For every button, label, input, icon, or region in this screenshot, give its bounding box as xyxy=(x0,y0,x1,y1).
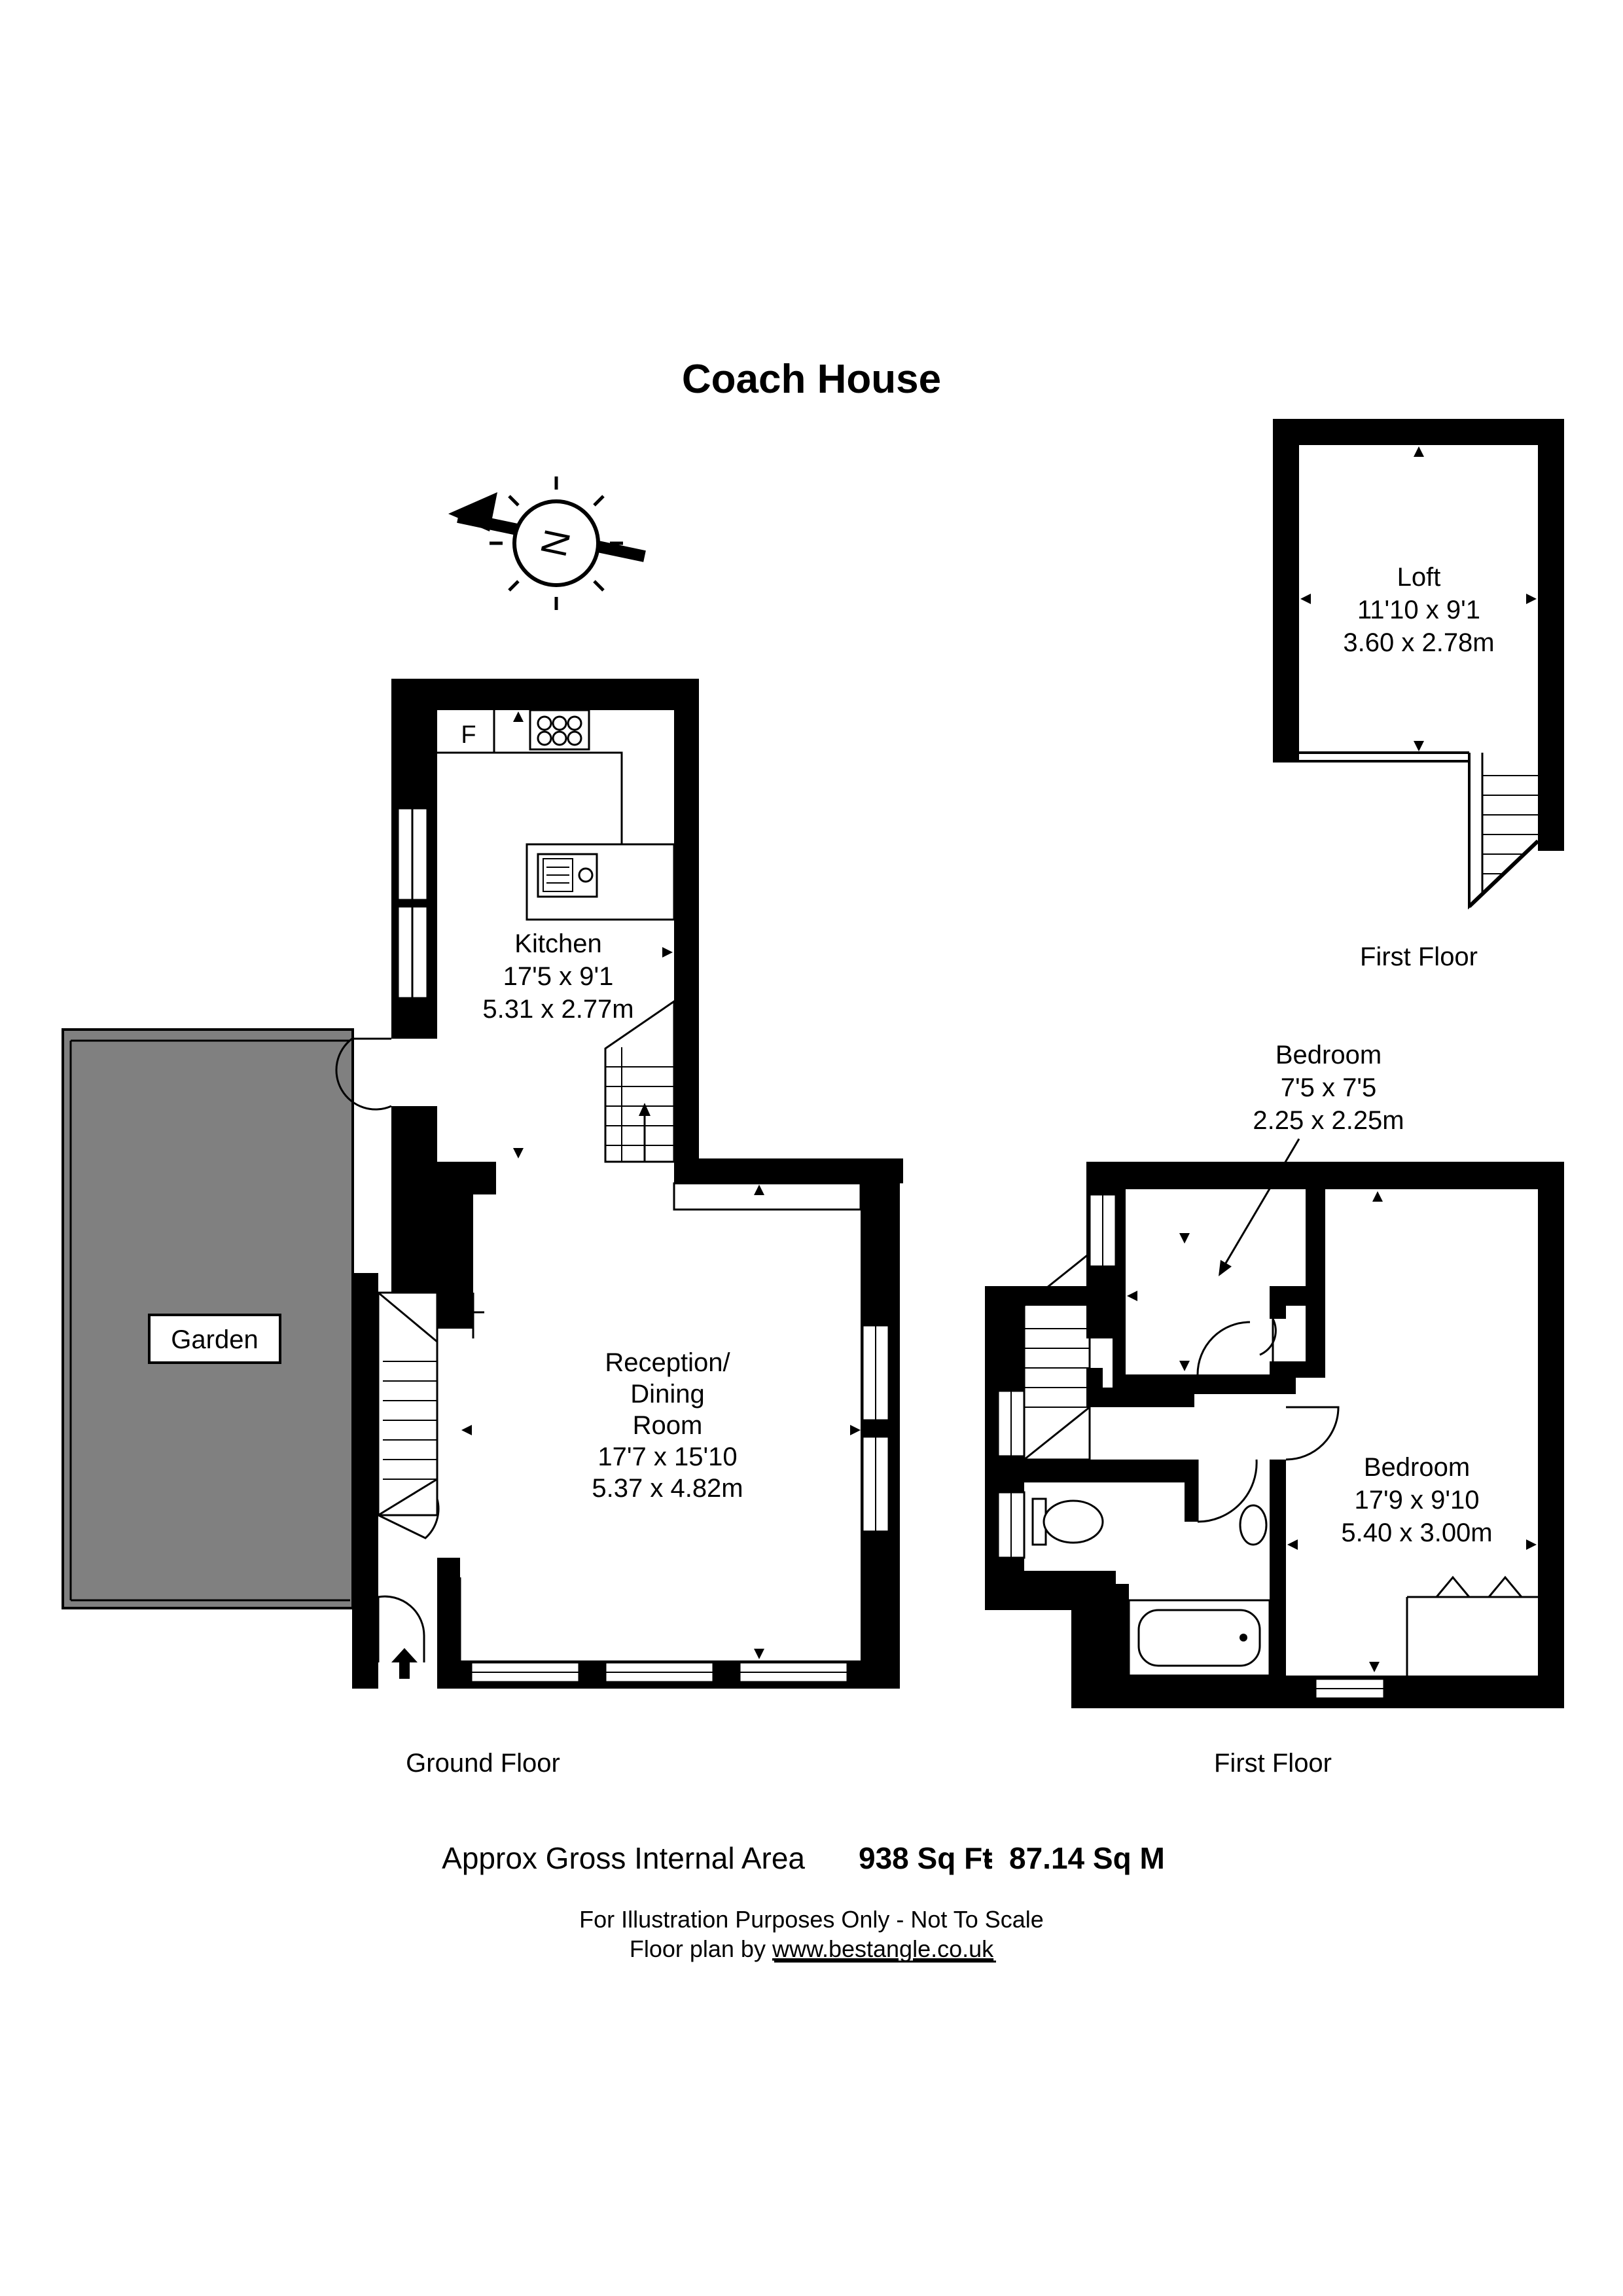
bedroom-large-name: Bedroom xyxy=(1364,1453,1470,1482)
bath-icon xyxy=(1128,1599,1271,1677)
page-title: Coach House xyxy=(682,357,941,402)
bedroom-small-metric: 2.25 x 2.25m xyxy=(1253,1106,1404,1135)
reception-line1: Reception/ xyxy=(605,1348,730,1377)
bedroom-large-metric: 5.40 x 3.00m xyxy=(1341,1518,1492,1547)
footer-credit: Floor plan by www.bestangle.co.uk xyxy=(630,1935,994,1962)
wardrobe xyxy=(1406,1575,1538,1676)
area-sqft: 938 Sq Ft xyxy=(859,1841,993,1875)
footer-disclaimer: For Illustration Purposes Only - Not To … xyxy=(579,1906,1044,1933)
first-floor-label: First Floor xyxy=(1214,1749,1332,1778)
entrance-arrow-icon xyxy=(391,1648,418,1679)
ground-floor-plan: Garden F xyxy=(62,679,903,1778)
loft-plan: Loft 11'10 x 9'1 3.60 x 2.78m First Floo… xyxy=(1273,419,1564,971)
reception-line2: Dining xyxy=(630,1380,704,1408)
reception-line3: Room xyxy=(633,1411,703,1440)
loft-floor-label: First Floor xyxy=(1360,942,1478,971)
toilet-icon xyxy=(1031,1498,1104,1546)
first-floor-plan: Bedroom 7'5 x 7'5 2.25 x 2.25m Bedroom 1… xyxy=(985,1041,1564,1778)
compass-icon: N xyxy=(448,476,646,610)
loft-metric: 3.60 x 2.78m xyxy=(1343,628,1494,657)
hob-icon xyxy=(529,709,590,751)
kitchen-imperial: 17'5 x 9'1 xyxy=(503,962,614,991)
kitchen-name: Kitchen xyxy=(514,929,601,958)
footer-credit-link[interactable]: www.bestangle.co.uk xyxy=(772,1935,994,1962)
kitchen-metric: 5.31 x 2.77m xyxy=(482,995,633,1024)
bedroom-small-name: Bedroom xyxy=(1275,1041,1382,1069)
area-separator: - xyxy=(983,1841,993,1875)
ground-floor-label: Ground Floor xyxy=(406,1749,560,1778)
reception-imperial: 17'7 x 15'10 xyxy=(597,1443,737,1471)
area-label: Approx Gross Internal Area xyxy=(442,1841,805,1875)
fridge-label: F xyxy=(461,721,476,749)
loft-imperial: 11'10 x 9'1 xyxy=(1357,596,1480,624)
footer-credit-prefix: Floor plan by xyxy=(630,1935,772,1962)
garden-label: Garden xyxy=(171,1325,258,1354)
bedroom-large-imperial: 17'9 x 9'10 xyxy=(1355,1486,1480,1515)
reception-metric: 5.37 x 4.82m xyxy=(592,1474,743,1503)
garden-label-box xyxy=(148,1314,281,1364)
area-sqm: 87.14 Sq M xyxy=(1009,1841,1165,1875)
loft-name: Loft xyxy=(1397,563,1441,592)
first-floor-stairs xyxy=(1023,1251,1091,1461)
hall-stairs xyxy=(377,1291,484,1516)
loft-stairs xyxy=(1467,753,1540,910)
sink-icon xyxy=(537,853,598,898)
bedroom-small-imperial: 7'5 x 7'5 xyxy=(1281,1073,1376,1102)
basin-icon xyxy=(1239,1504,1268,1546)
kitchen-stairs xyxy=(604,999,675,1163)
